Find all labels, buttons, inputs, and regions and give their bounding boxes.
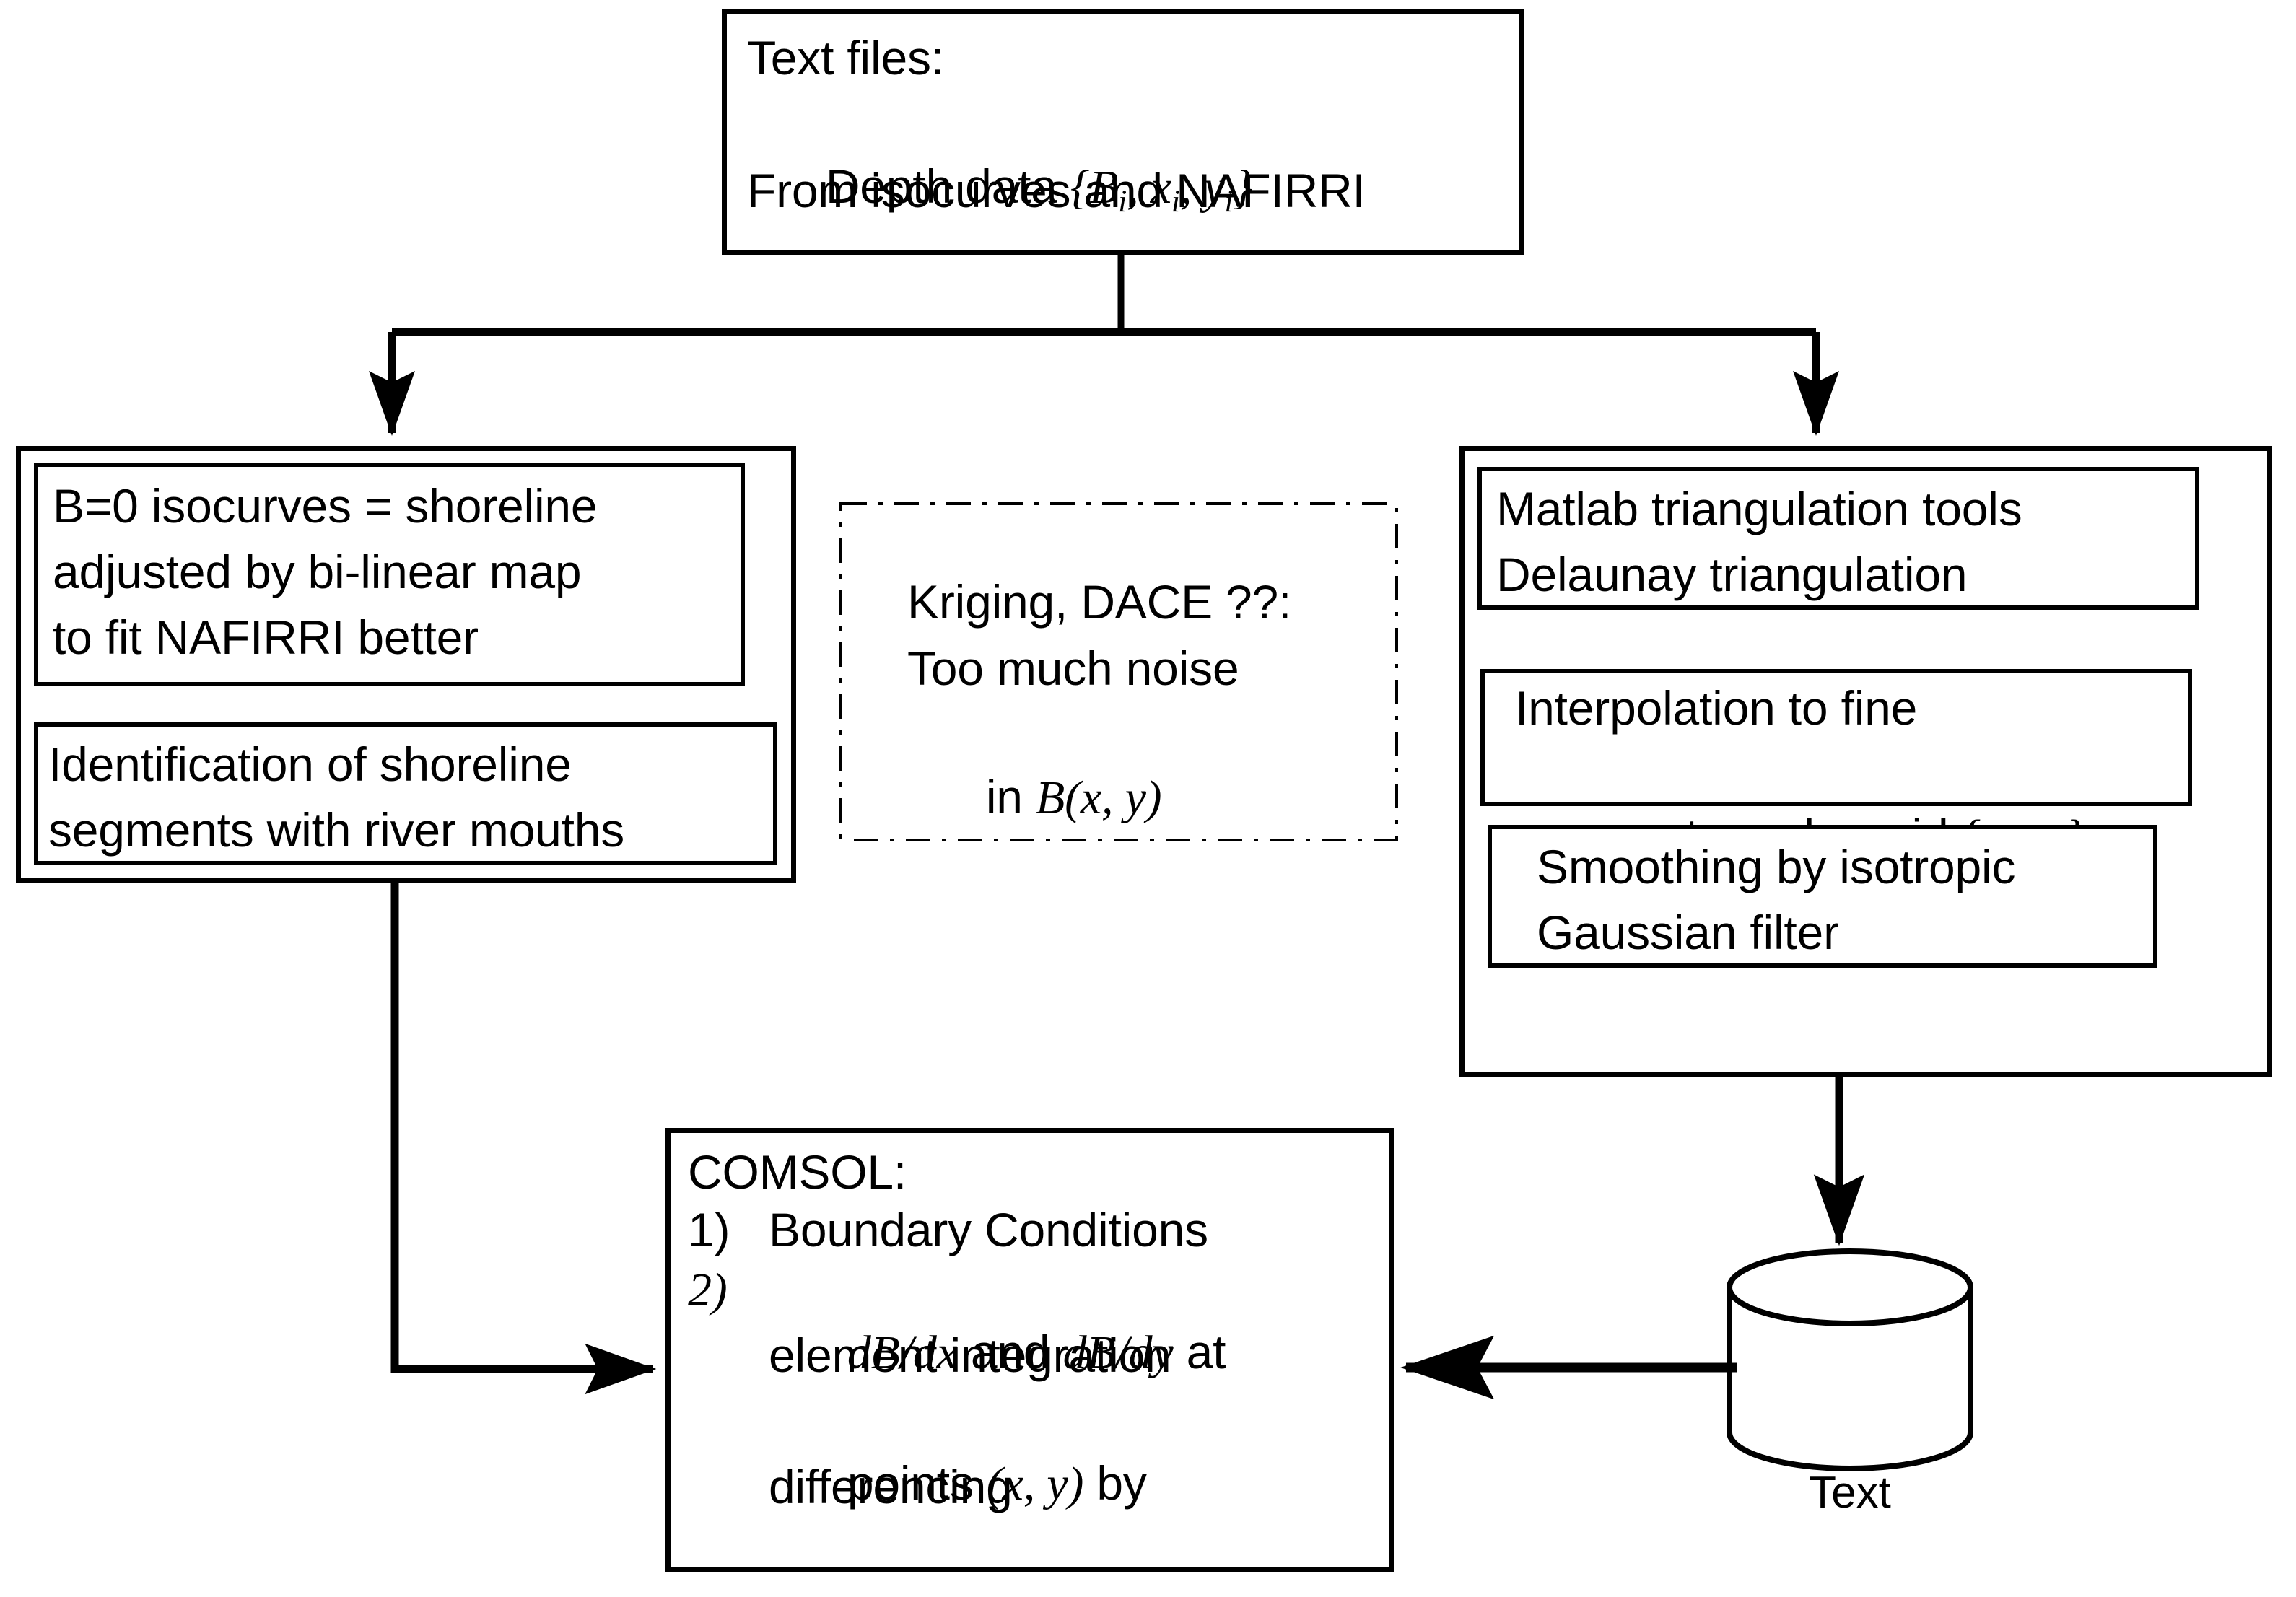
comsol-title: COMSOL: [688, 1145, 907, 1199]
comsol-item-2-line-3: points (x, y) by [769, 1391, 1147, 1577]
isocurves-shoreline-box: B=0 isocurves = shoreline adjusted by bi… [34, 463, 745, 686]
comsol-math-dbdx: dB/dx [847, 1326, 958, 1379]
gaussian-line-1: Smoothing by isotropic [1537, 840, 2016, 893]
comsol-item-2-line-1: dB/dx and dB/dy at [769, 1259, 1226, 1445]
text-file-datastore-label: Text file [1729, 1339, 1970, 1597]
kriging-line-1: Kriging, DACE ??: [907, 575, 1292, 629]
isocurves-line-1: B=0 isocurves = shoreline [53, 479, 598, 533]
comsol-math-xy: (x, y) [986, 1457, 1084, 1510]
comsol-box: COMSOL: 1) Boundary Conditions 2) dB/dx … [665, 1128, 1394, 1572]
interpolation-grid-box: Interpolation to fine rectangular grid {… [1480, 669, 2192, 868]
comsol-item-1-marker: 1) [688, 1203, 730, 1256]
isocurves-line-3: to fit NAFIRRI better [53, 611, 479, 664]
kriging-line-3: in B(x, y) [907, 704, 1162, 891]
kriging-in-label: in [985, 769, 1036, 823]
text-files-source: Text files: Depth data {Bi, xi, yi} From… [722, 9, 1524, 255]
comsol-and-label: and [957, 1324, 1063, 1378]
comsol-at-label: at [1173, 1324, 1226, 1378]
comsol-math-dbdy: dB/dy [1062, 1326, 1174, 1379]
comsol-item-1-text: Boundary Conditions [769, 1203, 1208, 1256]
segments-line-1: Identification of shoreline [48, 738, 572, 791]
kriging-math-bxy: B(x, y) [1035, 771, 1162, 824]
comsol-item-2-line-2: element integration [769, 1329, 1171, 1382]
kriging-dace-note: Kriging, DACE ??: Too much noise in B(x,… [842, 505, 1395, 839]
shoreline-branch: B=0 isocurves = shoreline adjusted by bi… [16, 446, 796, 883]
comsol-item-2-marker: 2) [688, 1264, 728, 1316]
source-line-2: Depth data {Bi, xi, yi} [747, 94, 1252, 284]
connector-left-to-comsol [390, 883, 657, 1395]
source-line-3: From isocurves and NAFIRRI [747, 164, 1366, 217]
gaussian-smoothing-box: Smoothing by isotropic Gaussian filter [1488, 825, 2157, 968]
gridding-branch: Matlab triangulation tools Delaunay tria… [1459, 446, 2272, 1077]
segments-line-2: segments with river mouths [48, 803, 625, 857]
isocurves-line-2: adjusted by bi-linear map [53, 545, 582, 598]
source-math-braces: {Bi, xi, yi} [1070, 160, 1252, 219]
comsol-points-label: points [847, 1456, 987, 1510]
source-depth-label: Depth data [825, 159, 1070, 213]
matlab-line-2: Delaunay triangulation [1496, 548, 1968, 601]
shoreline-segments-box: Identification of shoreline segments wit… [34, 722, 777, 865]
comsol-item-2-line-4: differencing [769, 1460, 1013, 1513]
gaussian-line-2: Gaussian filter [1537, 906, 1839, 959]
interpolation-line-1: Interpolation to fine [1515, 681, 1918, 735]
matlab-line-1: Matlab triangulation tools [1496, 482, 2022, 535]
datastore-line-1: Text [1809, 1468, 1891, 1518]
comsol-by-label: by [1083, 1456, 1147, 1510]
kriging-line-2: Too much noise [907, 642, 1239, 695]
matlab-triangulation-box: Matlab triangulation tools Delaunay tria… [1477, 467, 2199, 610]
source-line-1: Text files: [747, 31, 944, 84]
